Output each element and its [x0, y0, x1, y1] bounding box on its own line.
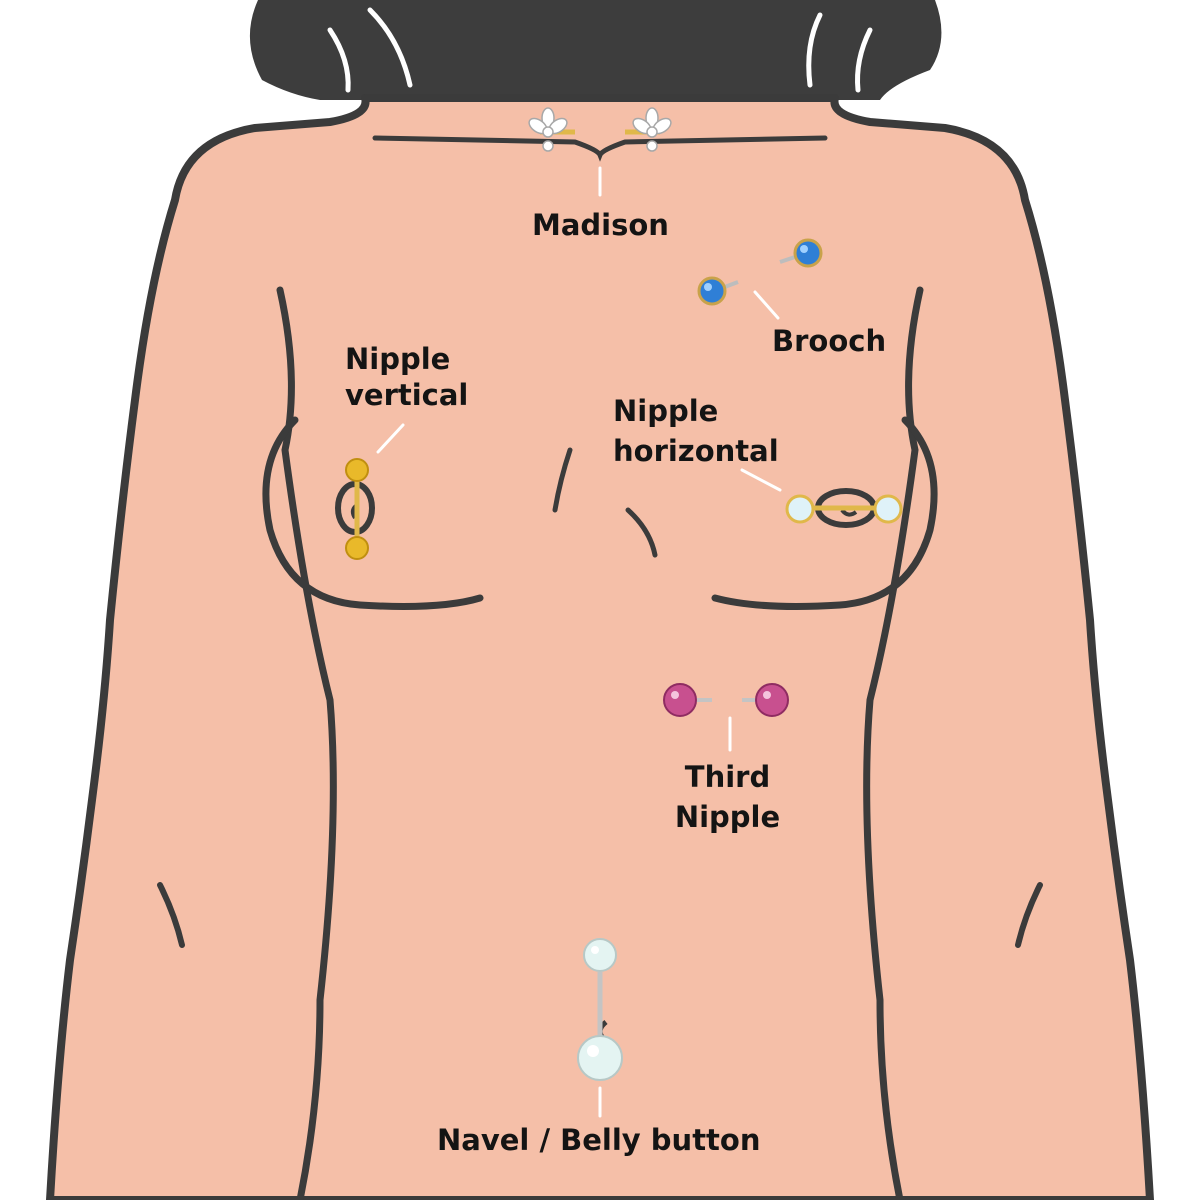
nipple-horizontal-line-2: horizontal — [613, 434, 779, 468]
brooch-text: Brooch — [772, 324, 887, 358]
third-nipple-line-2: Nipple — [674, 800, 781, 834]
cz-cluster-barbell-icon — [528, 107, 672, 152]
right-waist-mark — [1015, 882, 1043, 948]
nipple-vertical-leader — [376, 423, 405, 454]
pink-crystal-barbell-icon — [663, 683, 789, 717]
blue-gem-dermal-top-icon — [697, 238, 823, 306]
opal-barbell-icon — [785, 488, 903, 528]
navel-text: Navel / Belly button — [437, 1123, 761, 1157]
brooch-leader — [753, 290, 780, 320]
left-breast-outline — [262, 416, 484, 610]
hair-highlights — [327, 7, 873, 93]
madison-text: Madison — [532, 208, 669, 242]
navel-label: Navel / Belly button — [437, 1122, 761, 1158]
nipple-horizontal-leader — [740, 468, 782, 492]
madison-label: Madison — [532, 207, 669, 243]
pearl-belly-ring-icon — [577, 938, 623, 1081]
third-nipple-label: Third Nipple — [660, 757, 795, 837]
nipple-horizontal-line-1: Nipple — [613, 394, 719, 428]
nipple-horizontal-label: Nipple horizontal — [613, 391, 779, 471]
nipple-vertical-label: Nipple vertical — [345, 341, 468, 413]
hair — [249, 0, 942, 100]
brooch-label: Brooch — [772, 323, 886, 359]
third-nipple-line-1: Third — [684, 760, 771, 794]
nipple-vertical-line-2: vertical — [345, 378, 469, 412]
nipple-vertical-line-1: Nipple — [345, 342, 451, 376]
collarbone — [372, 135, 828, 162]
cleavage-left — [552, 447, 573, 513]
cleavage-right — [625, 507, 658, 558]
right-breast-outline — [711, 416, 938, 610]
gold-ball-barbell-icon — [335, 458, 375, 560]
leader-lines — [376, 166, 782, 1118]
left-waist-mark — [157, 882, 185, 948]
